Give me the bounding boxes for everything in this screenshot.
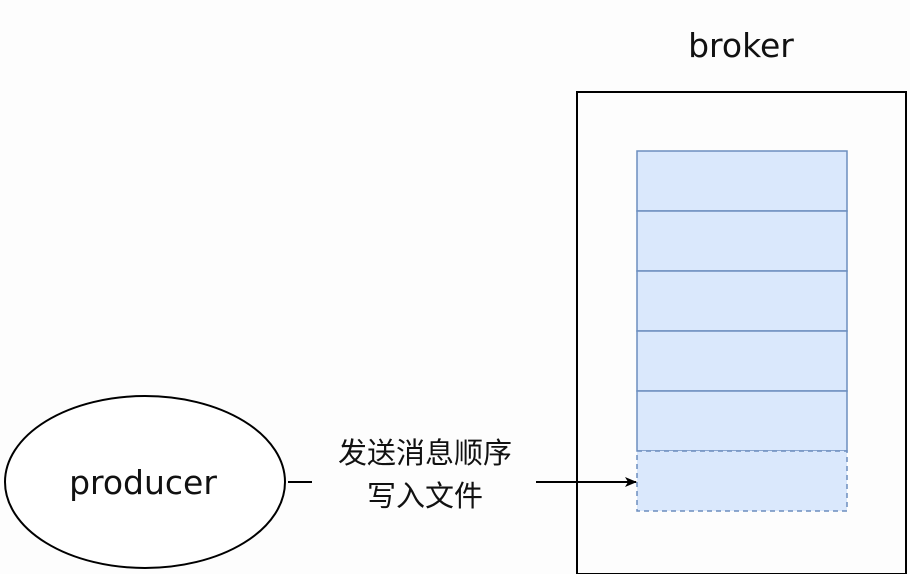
message-slot — [636, 150, 848, 212]
message-slot — [636, 330, 848, 392]
connector-label-line1: 发送消息顺序 — [338, 436, 512, 470]
message-slot — [636, 210, 848, 272]
producer-label: producer — [69, 463, 217, 502]
broker-title: broker — [688, 26, 794, 65]
message-slot — [636, 390, 848, 452]
message-file-slots — [636, 150, 848, 512]
connector-label-line2: 写入文件 — [367, 479, 483, 513]
pending-message-slot — [636, 450, 848, 512]
message-slot — [636, 270, 848, 332]
producer-ellipse — [4, 395, 286, 569]
broker-box — [576, 91, 907, 574]
